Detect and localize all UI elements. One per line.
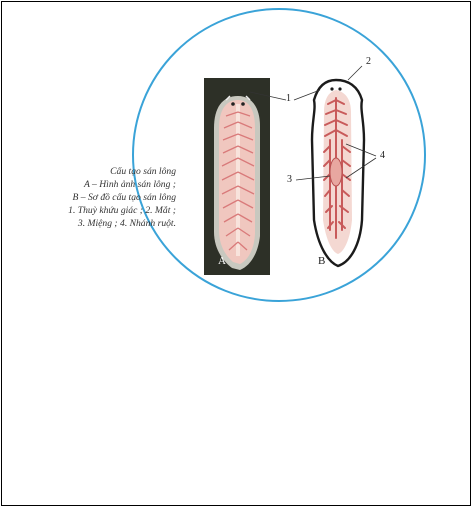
panel-b-diagram (312, 80, 364, 266)
panel-a-photo (204, 78, 270, 275)
label-4: 4 (380, 150, 385, 161)
panel-a-letter: A (218, 255, 226, 267)
label-3: 3 (287, 174, 292, 185)
label-1: 1 (286, 93, 291, 104)
panel-b-letter: B (318, 255, 325, 267)
label-2: 2 (366, 56, 371, 67)
